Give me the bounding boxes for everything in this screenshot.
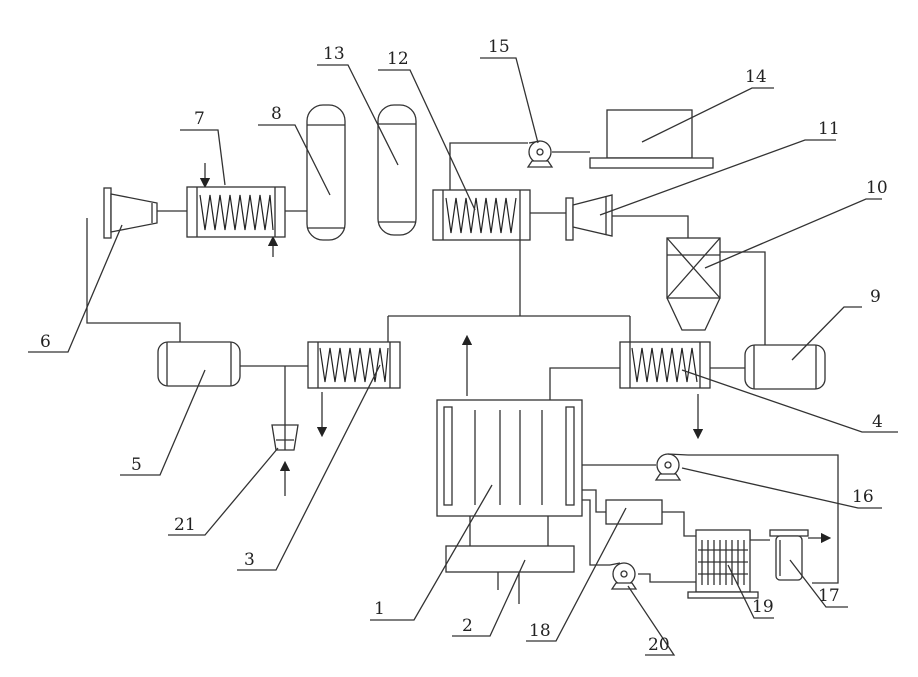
label-3: 3: [244, 550, 255, 570]
component-14-unit: [590, 110, 713, 168]
component-18-unit: [606, 500, 662, 524]
component-12-heat-exchanger: [433, 190, 530, 240]
component-13-tank: [378, 105, 416, 235]
component-16-pump: [656, 454, 688, 480]
component-2-base: [446, 546, 574, 590]
component-21-valve: [272, 425, 298, 450]
label-13: 13: [323, 44, 345, 64]
label-6: 6: [40, 332, 51, 352]
component-6-turbine: [104, 188, 157, 238]
label-20: 20: [648, 635, 670, 655]
label-18: 18: [529, 621, 551, 641]
label-2: 2: [462, 616, 473, 636]
label-19: 19: [752, 597, 774, 617]
component-15-pump: [528, 141, 552, 167]
label-14: 14: [745, 67, 767, 87]
label-7: 7: [194, 109, 205, 129]
component-10-separator: [667, 238, 720, 330]
component-8-tank: [307, 105, 345, 240]
label-12: 12: [387, 49, 409, 69]
component-1-reactor: [437, 400, 582, 516]
label-1: 1: [374, 599, 385, 619]
component-20-pump: [610, 563, 636, 589]
label-8: 8: [271, 104, 282, 124]
component-19-condenser: [688, 530, 758, 598]
component-4-heat-exchanger: [620, 342, 710, 388]
component-9-vessel: [745, 345, 825, 389]
label-9: 9: [870, 287, 881, 307]
label-17: 17: [818, 586, 840, 606]
component-11-turbine: [566, 195, 612, 240]
label-15: 15: [488, 37, 510, 57]
label-4: 4: [872, 412, 883, 432]
label-11: 11: [818, 119, 840, 139]
component-3-heat-exchanger: [308, 342, 400, 388]
label-21: 21: [174, 515, 196, 535]
component-17-cylinder: [770, 530, 808, 580]
label-10: 10: [866, 178, 888, 198]
label-5: 5: [131, 455, 142, 475]
component-7-heat-exchanger: [187, 187, 285, 237]
component-5-vessel: [158, 342, 240, 386]
label-16: 16: [852, 487, 874, 507]
